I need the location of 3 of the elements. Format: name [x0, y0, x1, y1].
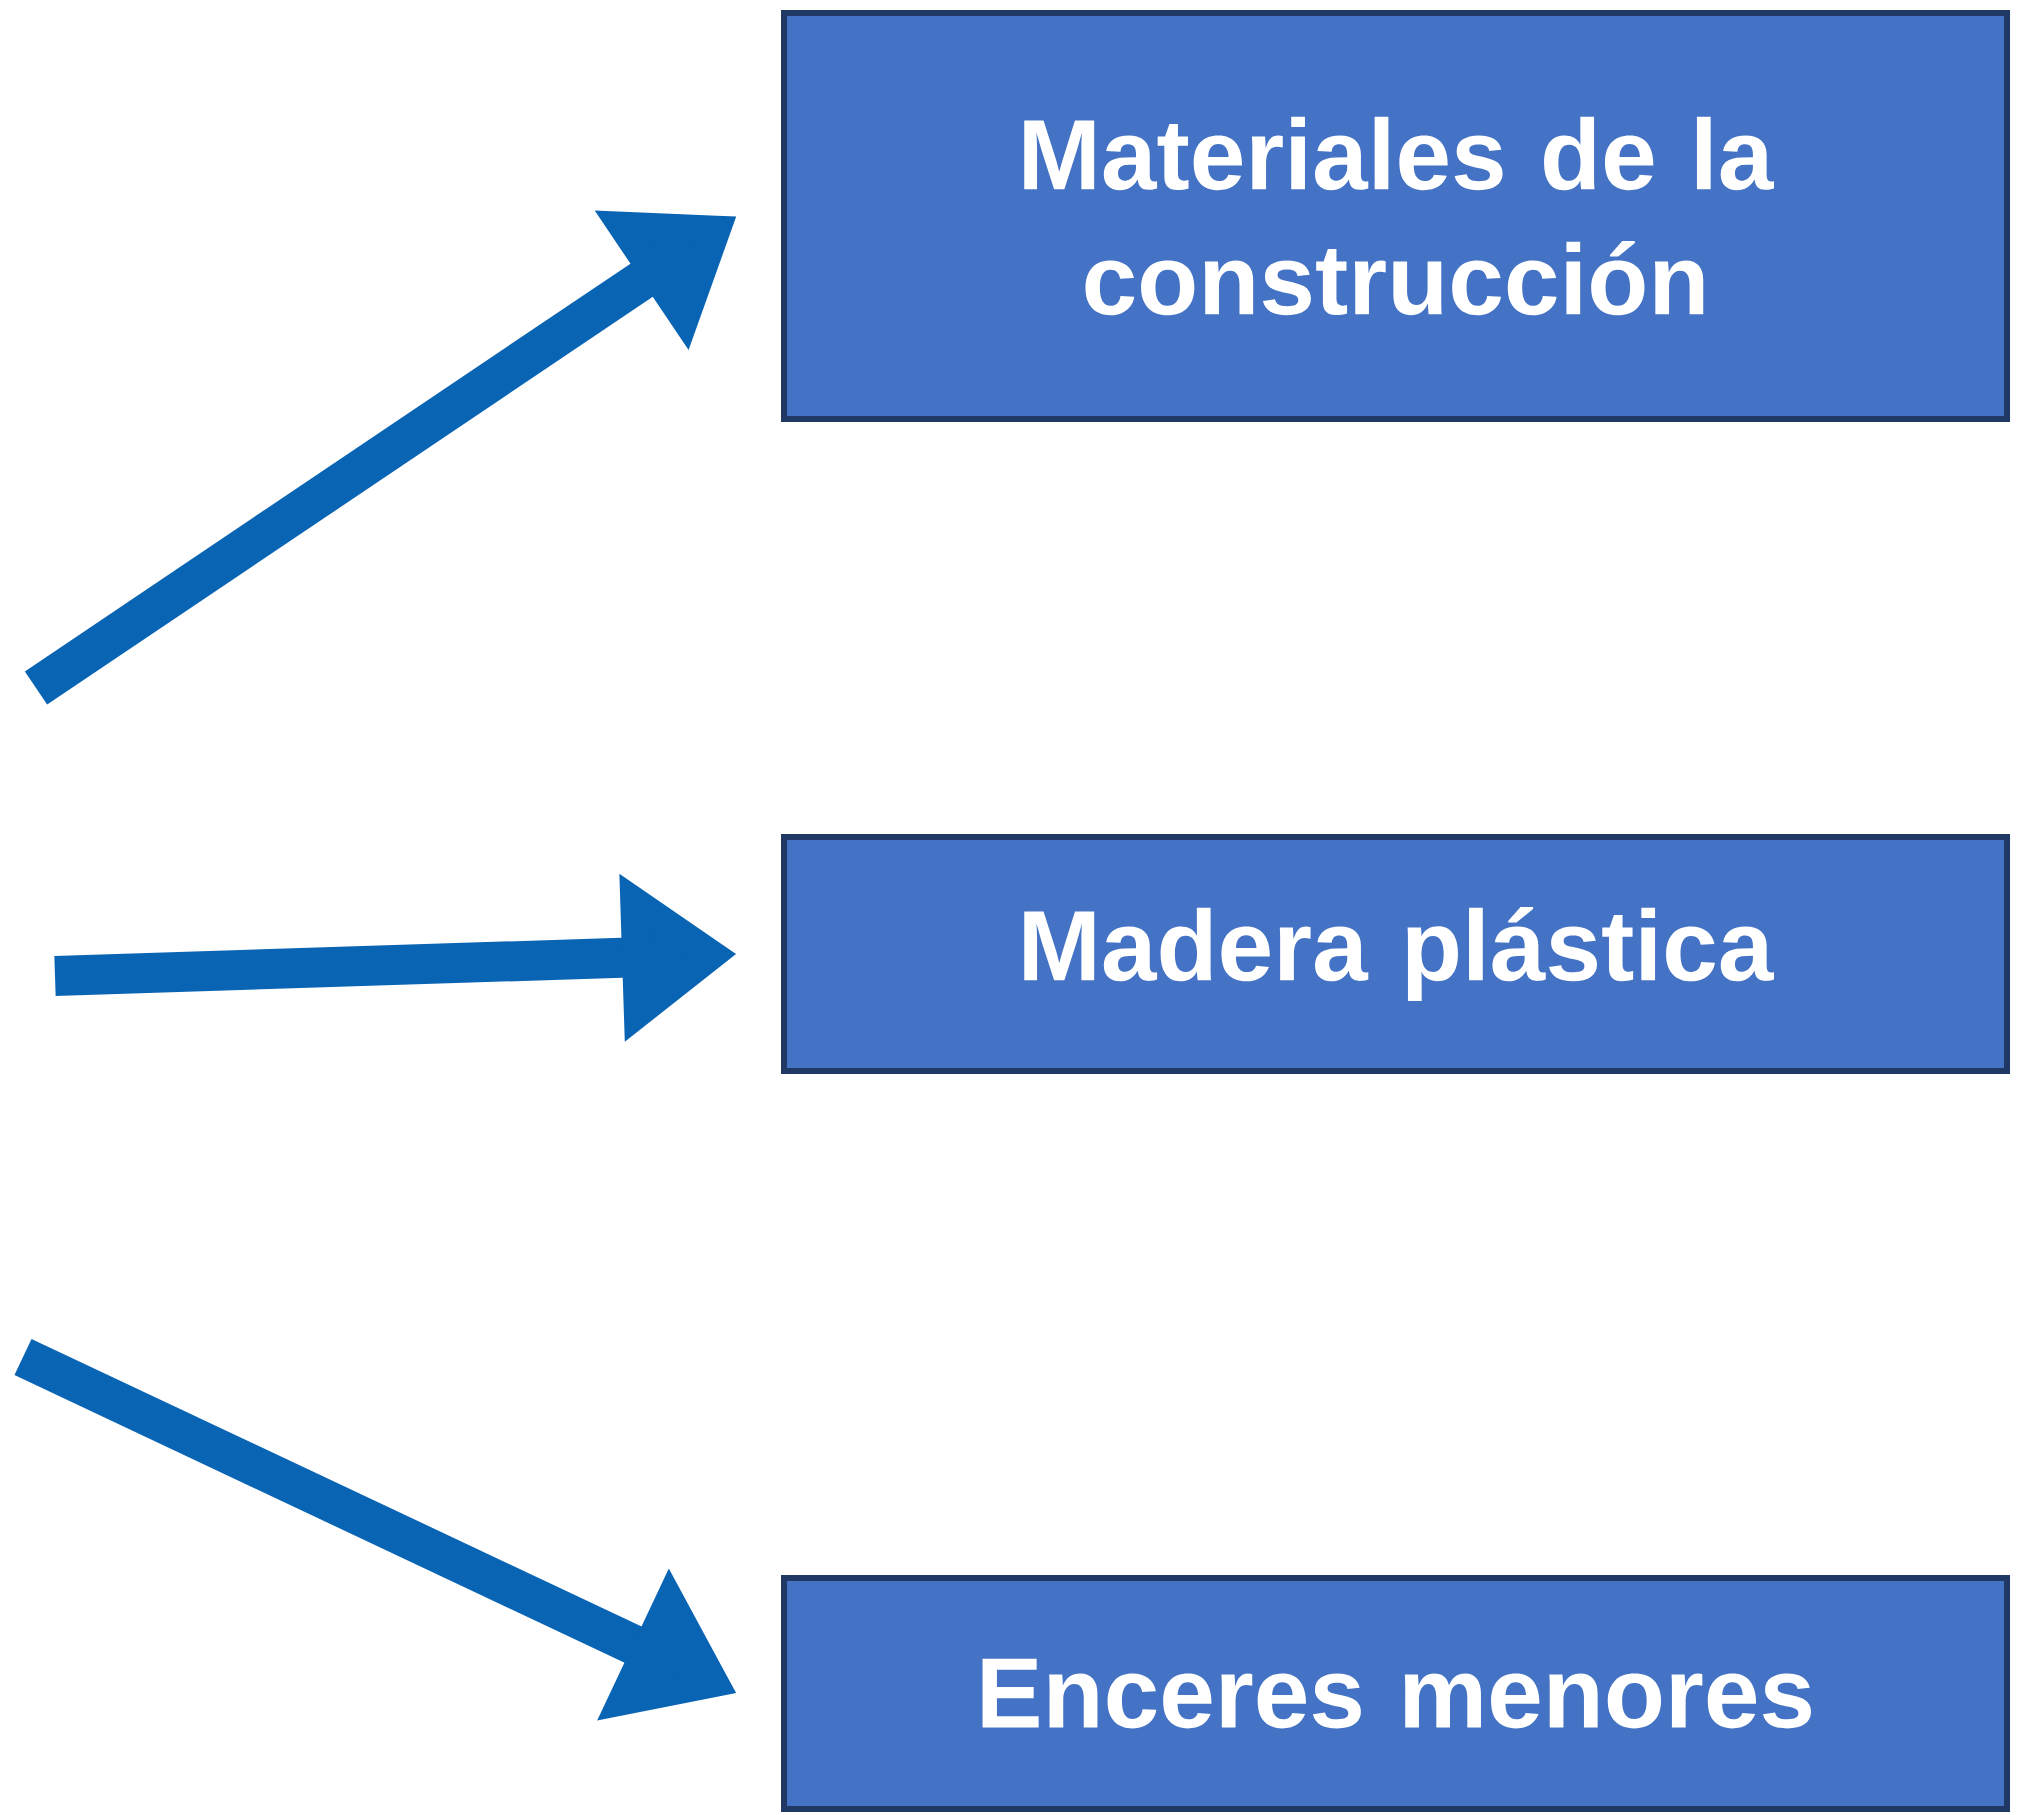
process-box: Materiales de la construcción	[781, 10, 2011, 422]
process-box: Enceres menores	[781, 1575, 2011, 1812]
process-box: Madera plástica	[781, 834, 2011, 1074]
